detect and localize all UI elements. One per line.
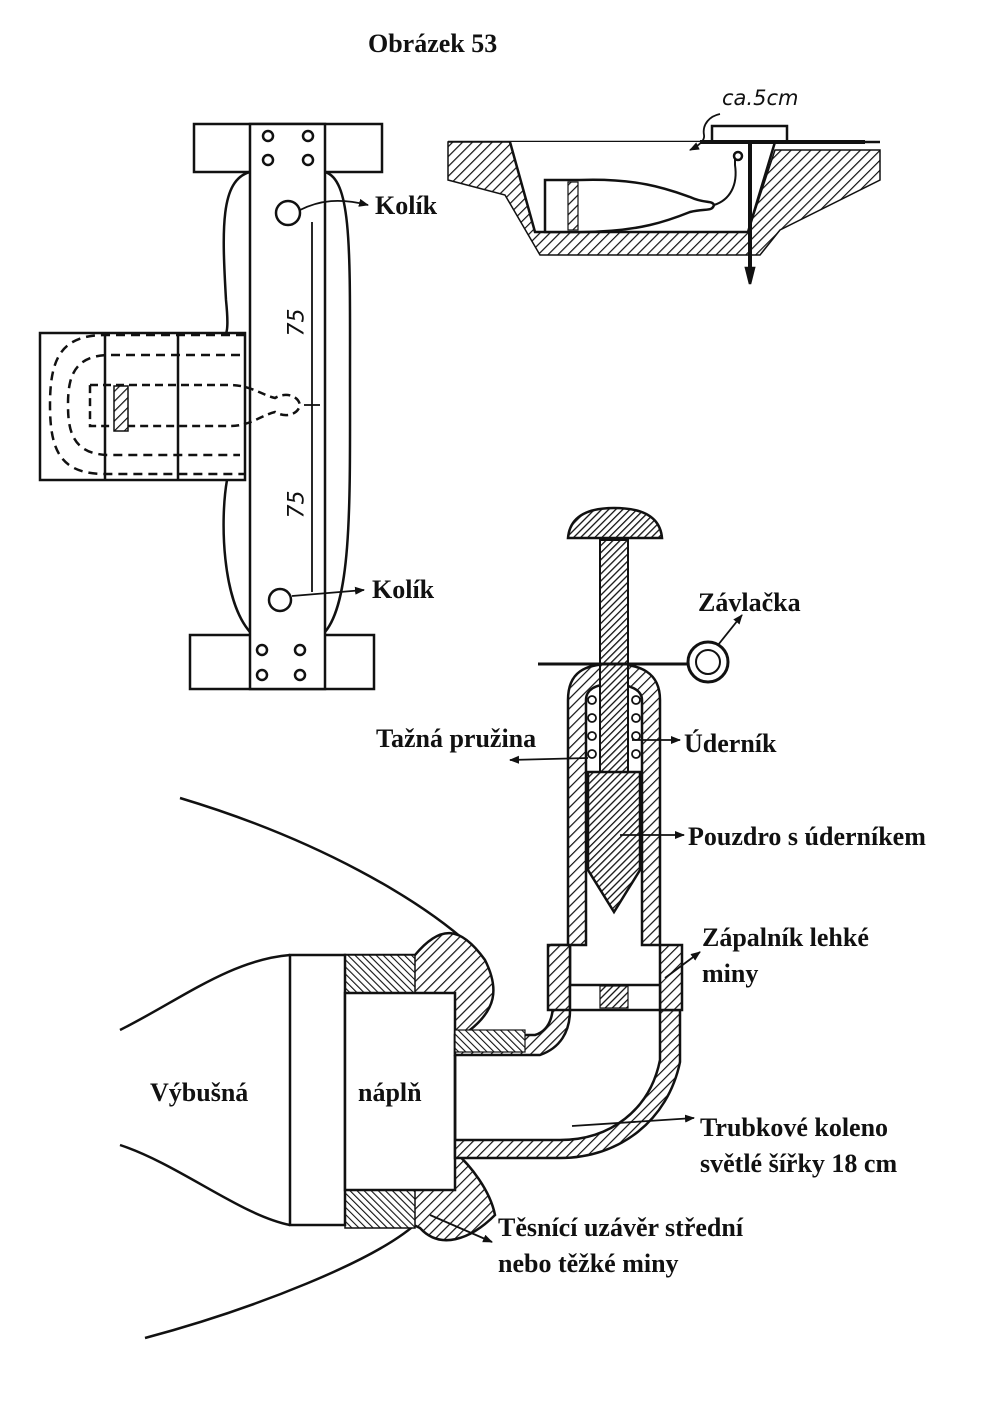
label-igniter-line1: Zápalník lehké bbox=[702, 923, 869, 952]
label-cotter-pin: Závlačka bbox=[698, 588, 801, 617]
label-igniter-line2: miny bbox=[702, 959, 759, 989]
figure-title: Obrázek 53 bbox=[368, 29, 498, 58]
dimension-upper: 75 bbox=[284, 308, 310, 337]
label-seal: Těsnící uzávěr střední nebo těžké miny bbox=[498, 1210, 743, 1283]
label-charge-word2: náplň bbox=[358, 1078, 422, 1107]
label-elbow: Trubkové koleno světlé šířky 18 cm bbox=[700, 1110, 897, 1183]
label-elbow-line1: Trubkové koleno bbox=[700, 1113, 889, 1142]
fuze-detail bbox=[119, 506, 730, 1340]
label-striker-housing: Pouzdro s úderníkem bbox=[688, 822, 926, 851]
label-tension-spring: Tažná pružina bbox=[376, 724, 537, 753]
label-seal-line1: Těsnící uzávěr střední bbox=[498, 1213, 744, 1242]
section-view bbox=[447, 113, 881, 285]
dimension-lower: 75 bbox=[284, 490, 310, 519]
label-striker: Úderník bbox=[684, 729, 777, 758]
plan-view bbox=[38, 122, 384, 691]
label-seal-line2: nebo těžké miny bbox=[498, 1249, 679, 1279]
leader-lines bbox=[429, 614, 743, 1243]
label-depth-note: ca.5cm bbox=[722, 86, 799, 110]
label-elbow-line2: světlé šířky 18 cm bbox=[700, 1149, 898, 1179]
label-pin-bottom: Kolík bbox=[372, 575, 435, 604]
label-pin-top: Kolík bbox=[375, 191, 438, 220]
label-charge-word1: Výbušná bbox=[150, 1078, 249, 1107]
label-igniter: Zápalník lehké miny bbox=[702, 920, 869, 993]
